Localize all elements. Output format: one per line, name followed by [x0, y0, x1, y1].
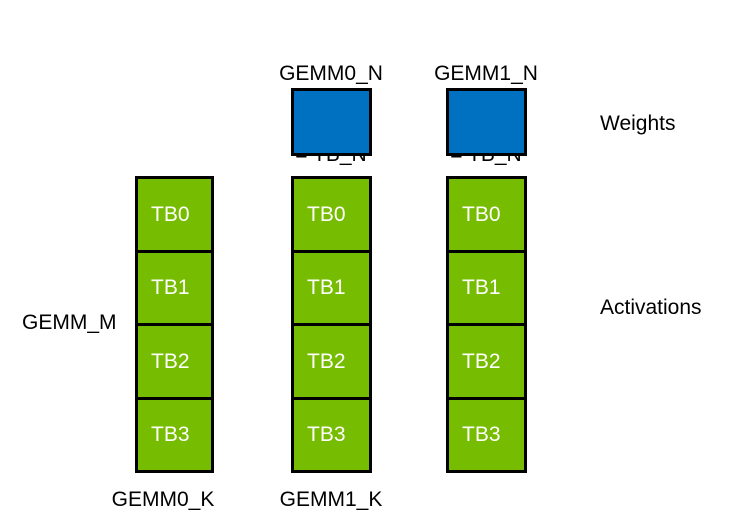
gemm0-weight-tile: [291, 88, 372, 156]
tb-cell: TB0: [449, 179, 524, 253]
activations-row-label: Activations: [600, 296, 702, 319]
tb-cell: TB3: [294, 399, 369, 470]
gemm1-k-label: GEMM1_K: [279, 488, 383, 511]
tb-cell: TB1: [294, 252, 369, 326]
gemm0-n-label-line1: GEMM0_N: [279, 62, 383, 85]
tb-cell: TB0: [138, 179, 211, 253]
tb-cell-label: TB2: [462, 349, 501, 373]
tb-cell-label: TB2: [151, 349, 190, 373]
tb-cell-label: TB0: [307, 202, 346, 226]
tb-cell-label: TB3: [462, 423, 501, 447]
tb-cell-label: TB3: [307, 423, 346, 447]
tb-cell: TB3: [449, 399, 524, 470]
gemm1-weight-tile: [446, 88, 527, 156]
tb-cell: TB2: [138, 326, 211, 400]
activation-column-0: TB0 TB1 TB2 TB3: [135, 176, 214, 473]
activation-column-1: TB0 TB1 TB2 TB3: [291, 176, 372, 473]
tb-cell-label: TB0: [462, 202, 501, 226]
gemm-m-label: GEMM_M: [22, 311, 117, 334]
gemm1-n-label-line1: GEMM1_N: [434, 62, 538, 85]
activation-column-2: TB0 TB1 TB2 TB3: [446, 176, 527, 473]
tb-cell-label: TB1: [462, 276, 501, 300]
tb-cell-label: TB1: [151, 276, 190, 300]
tb-cell: TB2: [294, 326, 369, 400]
tb-cell: TB2: [449, 326, 524, 400]
gemm0-k-label: GEMM0_K: [111, 488, 215, 511]
tb-cell: TB1: [449, 252, 524, 326]
weights-row-label: Weights: [600, 112, 676, 135]
tb-cell-label: TB3: [151, 423, 190, 447]
tb-cell: TB3: [138, 399, 211, 470]
tb-cell-label: TB0: [151, 202, 190, 226]
tb-cell-label: TB1: [307, 276, 346, 300]
tb-cell: TB0: [294, 179, 369, 253]
tb-cell-label: TB2: [307, 349, 346, 373]
tb-cell: TB1: [138, 252, 211, 326]
